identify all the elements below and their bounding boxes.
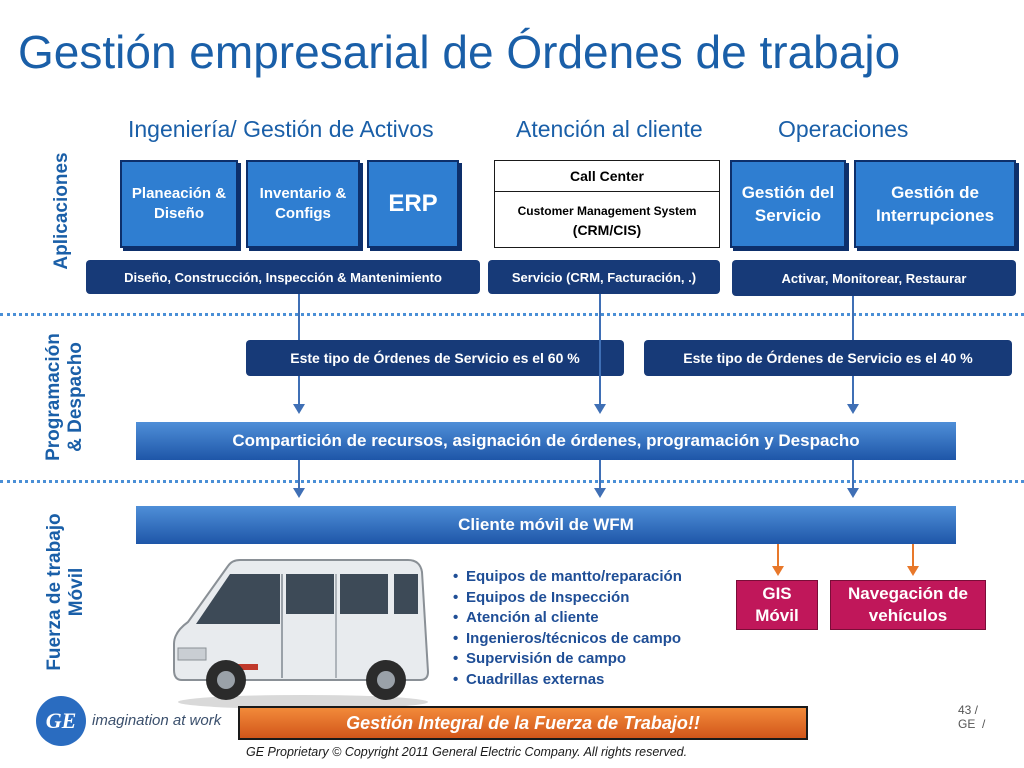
list-item: Equipos de mantto/reparación [453, 567, 746, 588]
column-header-atencion: Atención al cliente [516, 116, 703, 142]
arrow-right-head [847, 404, 859, 414]
arrow2-right-line [852, 460, 854, 490]
page-ge: GE / [958, 717, 986, 731]
footer-banner: Gestión Integral de la Fuerza de Trabajo… [238, 706, 808, 740]
ordenes-60-box: Este tipo de Órdenes de Servicio es el 6… [246, 340, 624, 376]
list-item: Atención al cliente [453, 608, 746, 629]
arrow-left-head [293, 404, 305, 414]
ge-tagline: imagination at work [92, 712, 222, 729]
app-inventario-configs: Inventario & Configs [246, 160, 360, 248]
connector-right-top [852, 296, 854, 340]
page-number: 43 / [958, 703, 979, 717]
row-label-programacion: Programación & Despacho [43, 312, 87, 482]
arrow2-mid-head [594, 488, 606, 498]
row-label-fuerza: Fuerza de trabajo Móvil [44, 502, 88, 682]
arrow2-right-head [847, 488, 859, 498]
arrow-right-line [852, 376, 854, 406]
navegacion-vehiculos-box: Navegación de vehículos [830, 580, 986, 630]
row-label-aplicaciones: Aplicaciones [51, 152, 72, 270]
arrow2-left-line [298, 460, 300, 490]
separator-bottom [0, 480, 1024, 483]
list-item: Supervisión de campo [453, 649, 746, 670]
app-gestion-interrupciones: Gestión de Interrupciones [854, 160, 1016, 248]
column-header-operaciones: Operaciones [778, 116, 909, 142]
row-label-fuerza-line1: Fuerza de trabajo [44, 513, 65, 671]
van-image [173, 559, 430, 709]
connector-left-top [298, 294, 300, 340]
ge-logo-mark: GE [36, 696, 86, 746]
arrow-left-line [298, 376, 300, 406]
orange-arrow-gis-line [777, 544, 779, 568]
cliente-movil-band: Cliente móvil de WFM [136, 506, 956, 544]
orange-arrow-gis-head [772, 566, 784, 576]
arrow-mid-line [599, 294, 601, 406]
call-center-label: Call Center [495, 161, 719, 192]
arrow2-mid-line [599, 460, 601, 490]
gis-movil-box: GIS Móvil [736, 580, 818, 630]
mobile-workforce-list: Equipos de mantto/reparación Equipos de … [452, 567, 746, 690]
orange-arrow-nav-head [907, 566, 919, 576]
crm-cis-label: (CRM/CIS) [572, 222, 642, 238]
list-item: Cuadrillas externas [453, 670, 746, 691]
copyright: GE Proprietary © Copyright 2011 General … [246, 745, 688, 759]
cms-label: Customer Management System [517, 204, 697, 218]
list-item: Ingenieros/técnicos de campo [453, 629, 746, 650]
app-erp: ERP [367, 160, 459, 248]
slide-title: Gestión empresarial de Órdenes de trabaj… [18, 26, 901, 78]
app-call-center-crm: Call Center Customer Management System (… [494, 160, 720, 248]
bar-diseno-construccion: Diseño, Construcción, Inspección & Mante… [86, 260, 480, 294]
bar-activar-monitorear: Activar, Monitorear, Restaurar [732, 260, 1016, 296]
comparticion-band: Compartición de recursos, asignación de … [136, 422, 956, 460]
column-header-ingenieria: Ingeniería/ Gestión de Activos [128, 116, 434, 142]
bar-servicio-crm: Servicio (CRM, Facturación, .) [488, 260, 720, 294]
separator-top [0, 313, 1024, 316]
orange-arrow-nav-line [912, 544, 914, 568]
row-label-programacion-line2: & Despacho [65, 342, 86, 452]
arrow2-left-head [293, 488, 305, 498]
app-planeacion-diseno: Planeación & Diseño [120, 160, 238, 248]
app-gestion-servicio: Gestión del Servicio [730, 160, 846, 248]
arrow-mid-head [594, 404, 606, 414]
ge-logo-text: GE [45, 708, 77, 733]
row-label-programacion-line1: Programación [43, 333, 64, 461]
ordenes-40-box: Este tipo de Órdenes de Servicio es el 4… [644, 340, 1012, 376]
list-item: Equipos de Inspección [453, 588, 746, 609]
row-label-fuerza-line2: Móvil [66, 567, 87, 617]
